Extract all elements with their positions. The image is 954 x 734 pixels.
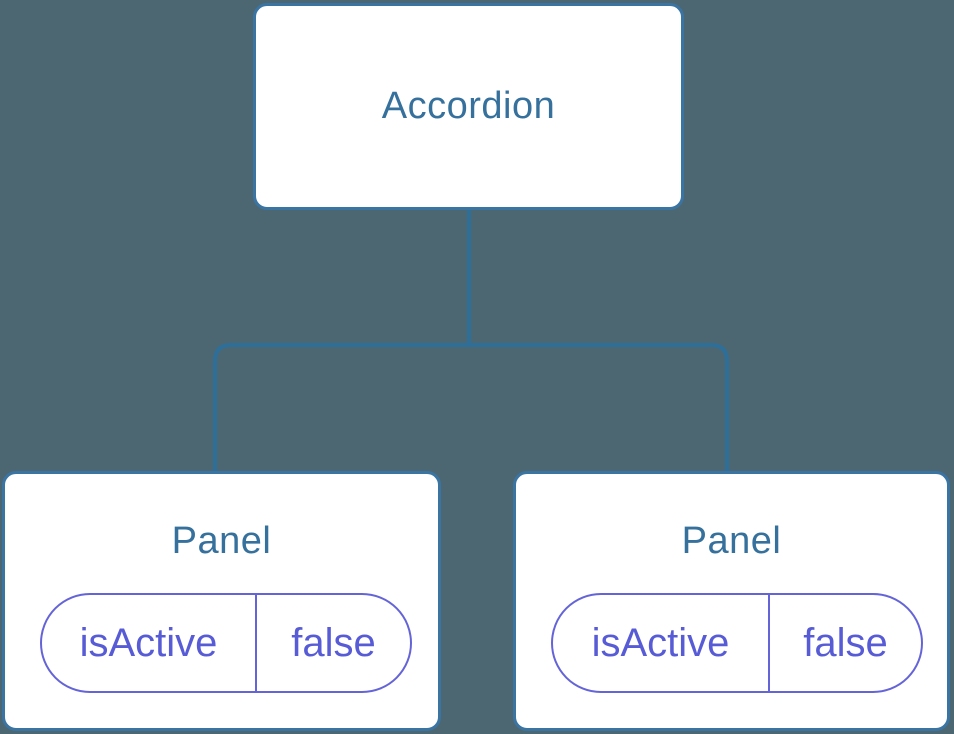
prop-pill: isActive false bbox=[40, 593, 412, 693]
panel-node-label: Panel bbox=[681, 520, 782, 562]
prop-name-cell: isActive bbox=[553, 595, 770, 691]
prop-name-cell: isActive bbox=[42, 595, 257, 691]
connector-bracket bbox=[213, 343, 729, 471]
panel-node-left: Panel isActive false bbox=[2, 471, 441, 731]
prop-name: isActive bbox=[79, 620, 218, 665]
prop-name: isActive bbox=[591, 620, 730, 665]
prop-value: false bbox=[803, 620, 888, 665]
prop-value-cell: false bbox=[257, 595, 410, 691]
panel-node-label: Panel bbox=[171, 520, 272, 562]
accordion-node: Accordion bbox=[253, 3, 684, 210]
panel-node-right: Panel isActive false bbox=[513, 471, 950, 731]
accordion-node-label: Accordion bbox=[381, 85, 556, 127]
prop-pill: isActive false bbox=[551, 593, 923, 693]
prop-value-cell: false bbox=[770, 595, 921, 691]
prop-value: false bbox=[291, 620, 376, 665]
